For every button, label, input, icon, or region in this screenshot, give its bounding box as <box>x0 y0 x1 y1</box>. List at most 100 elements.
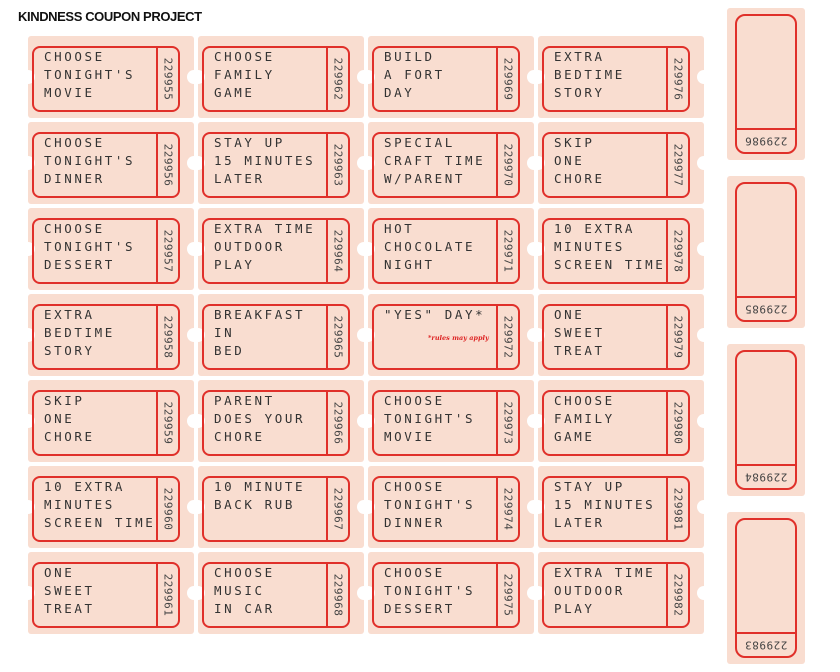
coupon-text: CHOOSE FAMILY GAME <box>554 393 615 444</box>
coupon-footnote: *rules may apply <box>428 334 489 342</box>
coupon-text: CHOOSE TONIGHT'S DINNER <box>44 135 136 186</box>
strip-serial-bar: 229985 <box>737 296 795 320</box>
coupon-frame: 229981 <box>542 476 690 542</box>
coupon-text: EXTRA TIME OUTDOOR PLAY <box>554 565 656 616</box>
coupon-strip[interactable]: 229983 <box>727 512 805 664</box>
coupon-text: CHOOSE FAMILY GAME <box>214 49 275 100</box>
coupon-frame: 229967 <box>202 476 350 542</box>
coupon-strip[interactable]: 229984 <box>727 344 805 496</box>
coupon[interactable]: 229962 CHOOSE FAMILY GAME <box>191 36 371 118</box>
coupon[interactable]: 229967 10 MINUTE BACK RUB <box>191 466 371 548</box>
coupon-text: PARENT DOES YOUR CHORE <box>214 393 306 444</box>
coupon-serial-box: 229967 <box>326 478 348 540</box>
coupon-serial-box: 229980 <box>666 392 688 454</box>
coupon[interactable]: 229968 CHOOSE MUSIC IN CAR <box>191 552 371 634</box>
coupon-strip[interactable]: 229986 <box>727 8 805 160</box>
strip-frame: 229986 <box>735 14 797 154</box>
coupon-serial-box: 229975 <box>496 564 518 626</box>
coupon-serial-box: 229969 <box>496 48 518 110</box>
coupon-serial-box: 229955 <box>156 48 178 110</box>
coupon-serial-box: 229957 <box>156 220 178 282</box>
coupon-text: CHOOSE TONIGHT'S MOVIE <box>384 393 476 444</box>
coupon-frame: 229980 <box>542 390 690 456</box>
coupon-strip[interactable]: 229985 <box>727 176 805 328</box>
coupon-frame: 229982 <box>542 562 690 628</box>
coupon-serial-box: 229974 <box>496 478 518 540</box>
coupon-frame: 229979 <box>542 304 690 370</box>
coupon[interactable]: 229974 CHOOSE TONIGHT'S DINNER <box>361 466 541 548</box>
coupon-serial-box: 229968 <box>326 564 348 626</box>
coupon-frame: 229965 <box>202 304 350 370</box>
strip-serial-bar: 229984 <box>737 464 795 488</box>
coupon-text: ONE SWEET TREAT <box>554 307 605 358</box>
coupon-frame: 229971 <box>372 218 520 284</box>
coupon-text: SKIP ONE CHORE <box>44 393 95 444</box>
strip-frame: 229984 <box>735 350 797 490</box>
coupon-text: EXTRA TIME OUTDOOR PLAY <box>214 221 316 272</box>
coupon-text: CHOOSE MUSIC IN CAR <box>214 565 275 616</box>
coupon-serial-box: 229958 <box>156 306 178 368</box>
coupon-serial-box: 229981 <box>666 478 688 540</box>
coupon[interactable]: 229981 STAY UP 15 MINUTES LATER <box>531 466 711 548</box>
coupon-serial-box: 229972 <box>496 306 518 368</box>
coupon[interactable]: 229959 SKIP ONE CHORE <box>21 380 201 462</box>
coupon-serial-box: 229959 <box>156 392 178 454</box>
coupon-frame: 229961 <box>32 562 180 628</box>
coupon-frame: 229969 <box>372 46 520 112</box>
coupon-frame: 229973 <box>372 390 520 456</box>
coupon-frame: 229959 <box>32 390 180 456</box>
coupon-frame: 229955 <box>32 46 180 112</box>
coupon-serial-box: 229966 <box>326 392 348 454</box>
coupon-text: BREAKFAST IN BED <box>214 307 306 358</box>
coupon-serial-box: 229962 <box>326 48 348 110</box>
page-title: KINDNESS COUPON PROJECT <box>18 9 202 24</box>
coupon-text: CHOOSE TONIGHT'S DINNER <box>384 479 476 530</box>
coupon-frame: 229960 <box>32 476 180 542</box>
coupon-text: SKIP ONE CHORE <box>554 135 605 186</box>
coupon-serial-box: 229961 <box>156 564 178 626</box>
coupon-serial-box: 229963 <box>326 134 348 196</box>
coupon-frame: 229956 <box>32 132 180 198</box>
coupon[interactable]: 229977 SKIP ONE CHORE <box>531 122 711 204</box>
coupon-text: 10 EXTRA MINUTES SCREEN TIME <box>44 479 156 530</box>
coupon-serial-box: 229977 <box>666 134 688 196</box>
coupon[interactable]: 229973 CHOOSE TONIGHT'S MOVIE <box>361 380 541 462</box>
coupon-frame: 229975 <box>372 562 520 628</box>
coupon[interactable]: 229972"YES" DAY**rules may apply <box>361 294 541 376</box>
strip-serial-bar: 229986 <box>737 128 795 152</box>
coupon-text: EXTRA BEDTIME STORY <box>554 49 625 100</box>
coupon[interactable]: 229980 CHOOSE FAMILY GAME <box>531 380 711 462</box>
coupon-text: 10 EXTRA MINUTES SCREEN TIME <box>554 221 666 272</box>
strip-serial-bar: 229983 <box>737 632 795 656</box>
coupon-serial-box: 229978 <box>666 220 688 282</box>
coupon-frame: 229977 <box>542 132 690 198</box>
coupon[interactable]: 229966 PARENT DOES YOUR CHORE <box>191 380 371 462</box>
coupon-frame: 229968 <box>202 562 350 628</box>
coupon-text: STAY UP 15 MINUTES LATER <box>554 479 656 530</box>
coupon-serial-box: 229973 <box>496 392 518 454</box>
coupon-frame: 229958 <box>32 304 180 370</box>
coupon[interactable]: 229964 EXTRA TIME OUTDOOR PLAY <box>191 208 371 290</box>
coupon-text: 10 MINUTE BACK RUB <box>214 479 306 512</box>
coupon-serial-box: 229964 <box>326 220 348 282</box>
strip-frame: 229985 <box>735 182 797 322</box>
coupon-frame: 229972 <box>372 304 520 370</box>
coupon-frame: 229957 <box>32 218 180 284</box>
